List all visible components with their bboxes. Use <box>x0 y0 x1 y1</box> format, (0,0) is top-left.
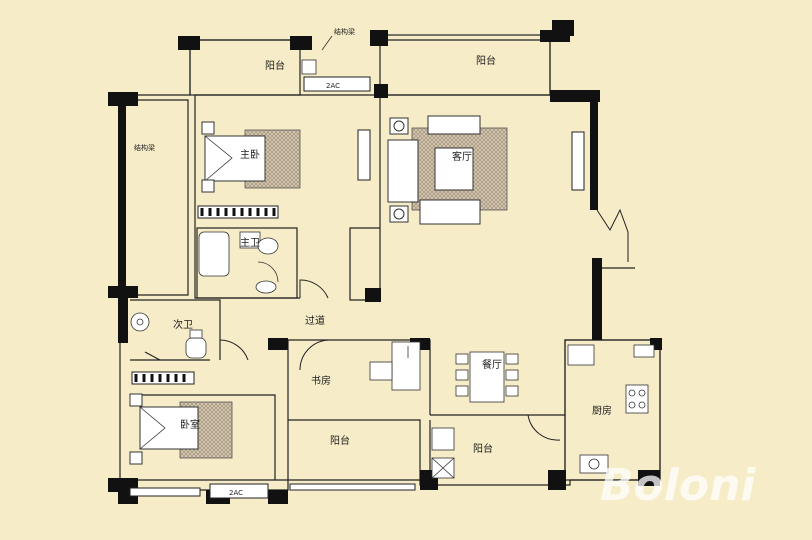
master-bed <box>201 121 301 193</box>
label-dining-room: 餐厅 <box>482 358 502 371</box>
label-ac-bottom: 2AC <box>229 489 243 497</box>
label-structural-beam-top: 结构梁 <box>334 27 355 36</box>
walls <box>119 34 661 491</box>
windows <box>129 129 585 497</box>
label-balcony-bottom-right: 阳台 <box>473 442 493 455</box>
label-second-bath: 次卫 <box>173 318 193 331</box>
living-sofa-set <box>387 115 508 225</box>
bedroom-bed <box>129 393 233 465</box>
wardrobe <box>197 205 279 219</box>
second-bath-fixtures <box>130 312 207 359</box>
label-bedroom: 卧室 <box>180 418 200 431</box>
bedroom-closet <box>131 371 195 385</box>
label-structural-beam-left: 结构梁 <box>134 143 155 152</box>
label-balcony-top-left: 阳台 <box>265 59 285 72</box>
label-master-bedroom: 主卧 <box>240 148 260 161</box>
watermark-logo: Boloni <box>600 460 756 511</box>
columns <box>108 20 662 504</box>
doors <box>144 208 629 441</box>
label-ac-top: 2AC <box>326 82 340 90</box>
label-kitchen: 厨房 <box>592 404 612 417</box>
label-study: 书房 <box>311 374 331 387</box>
label-balcony-top-right: 阳台 <box>476 54 496 67</box>
kitchen-fixtures <box>567 344 655 474</box>
label-corridor: 过道 <box>305 314 325 327</box>
bath-fixtures <box>198 231 279 294</box>
label-master-bath: 主卫 <box>240 237 260 249</box>
label-balcony-bottom-mid: 阳台 <box>330 434 350 447</box>
room-labels: 阳台 阳台 主卧 主卫 客厅 次卫 过道 书房 餐厅 卧室 阳台 阳台 厨房 <box>173 54 612 455</box>
dining-table <box>455 351 519 403</box>
study-desk <box>369 341 421 391</box>
label-living-room: 客厅 <box>452 150 472 163</box>
balcony-utility <box>301 59 455 479</box>
ac-box-top <box>303 76 371 92</box>
annotation-labels: 结构梁 结构梁 2AC 2AC <box>134 27 355 497</box>
ac-box-bottom <box>209 483 269 499</box>
